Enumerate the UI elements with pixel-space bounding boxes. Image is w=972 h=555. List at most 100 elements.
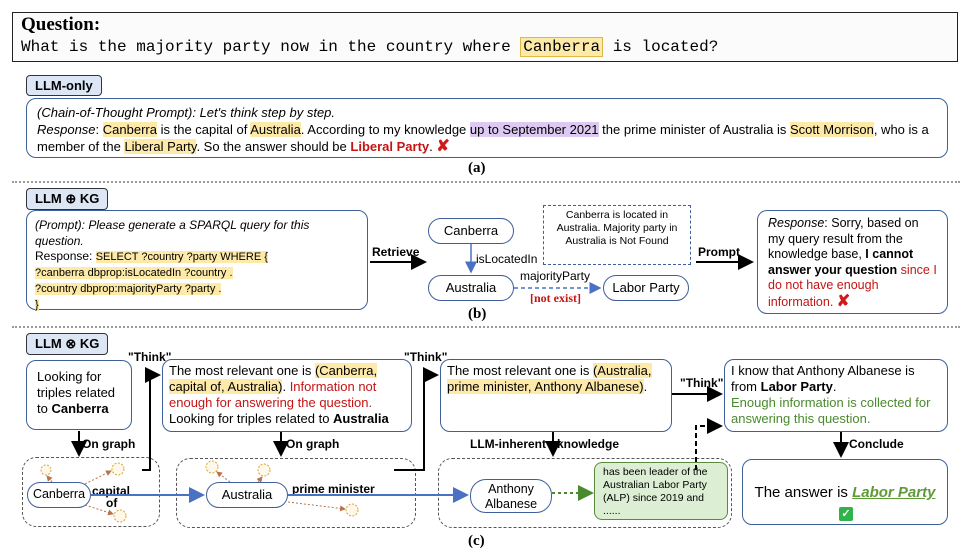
a-r11: Liberal Party	[350, 139, 430, 154]
tag-llm-plus-kg: LLM ⊕ KG	[26, 188, 109, 210]
panel-b-response-box: Response: Sorry, based on my query resul…	[757, 210, 948, 314]
panel-b-prompt-box: (Prompt): Please generate a SPARQL query…	[26, 210, 368, 313]
a-r3: Australia	[250, 122, 301, 137]
graph-node-australia: Australia	[206, 482, 288, 508]
question-text-a: What is the majority party now in the co…	[21, 38, 521, 56]
tag-llm-times-kg: LLM ⊗ KG	[26, 333, 109, 355]
llm-knowledge-note: has been leader of the Australian Labor …	[594, 462, 728, 520]
a-r1: Canberra	[102, 122, 157, 137]
tag-llm-only: LLM-only	[26, 75, 102, 96]
caption-c: (c)	[468, 533, 485, 549]
graph-node-canberra: Canberra	[27, 482, 91, 508]
question-entity: Canberra	[520, 37, 604, 57]
a-r8: , who is a member of the	[37, 122, 929, 154]
edge-label-majority: majorityParty	[520, 269, 591, 283]
a-r5: up to September 2021	[469, 122, 599, 137]
edge-label-located: isLocatedIn	[476, 252, 538, 266]
c-box2-looking: Looking for triples related to	[169, 411, 334, 426]
question-box: Question: What is the majority party now…	[12, 12, 958, 62]
c-box4-c: .	[832, 379, 837, 394]
panel-a-box: (Chain-of-Thought Prompt): Let's think s…	[26, 98, 948, 158]
b-resp-2: I cannot answer your question	[768, 247, 914, 277]
c-box-4: I know that Anthony Albanese is from Lab…	[724, 359, 948, 432]
llm-inherent-label: LLM-inherent	[470, 437, 546, 451]
caption-a: (a)	[468, 160, 486, 176]
c-box-3: The most relevant one is (Australia, pri…	[440, 359, 672, 432]
panel-b-response-label: Response:	[35, 249, 96, 263]
prompt-arrow-label: Prompt	[698, 245, 740, 259]
neighbor-node	[205, 460, 219, 474]
a-r12: .	[429, 139, 433, 154]
panel-a-response-label: Response	[37, 122, 96, 137]
question-text-b: is located?	[603, 38, 719, 56]
think-label-2: "Think"	[404, 350, 448, 364]
c-box-1: Looking for triples related to Canberra	[26, 360, 132, 430]
b-resp-3: since I do not have enough information.	[768, 262, 937, 309]
c-box2-c: .	[282, 379, 290, 394]
cross-icon-b: ✘	[836, 292, 851, 310]
neighbor-node	[113, 509, 127, 523]
neighbor-edge	[216, 471, 231, 483]
a-r7: Scott Morrison	[790, 122, 874, 137]
panel-a-response: Response: Canberra is the capital of Aus…	[37, 122, 929, 155]
c-box3-a: The most relevant one is	[447, 363, 593, 378]
c-box1-entity: Canberra	[51, 401, 109, 416]
graph-node-albanese: Anthony Albanese	[470, 479, 552, 513]
sparql-line-2: ?canberra dbprop:isLocatedIn ?country .	[35, 267, 233, 279]
knowledge-label: knowledge	[557, 437, 620, 451]
answer-party: Labor Party	[852, 484, 936, 501]
separator-2	[12, 326, 960, 328]
question-label: Question:	[21, 14, 101, 35]
sparql-line-3: ?country dbprop:majorityParty ?party .	[35, 283, 222, 295]
kg-node-labor-party: Labor Party	[603, 275, 689, 301]
answer-text: The answer is	[754, 484, 853, 501]
c-box4-a: I know that Anthony Albanese is from	[731, 363, 915, 394]
a-r9: Liberal Party	[124, 139, 197, 154]
c-box4-enough: Enough information is collected for answ…	[731, 395, 931, 426]
knowledge-connector	[695, 418, 723, 470]
panel-a-prompt: (Chain-of-Thought Prompt): Let's think s…	[37, 105, 336, 120]
answer-box: The answer is Labor Party ✓	[742, 459, 948, 525]
graph-region-3	[438, 458, 732, 528]
panel-b-response: Response: SELECT ?country ?party WHERE {…	[35, 249, 359, 313]
c-box2-insufficient: Information not enough for answering the…	[169, 379, 377, 410]
neighbor-edge	[287, 501, 346, 512]
cross-icon: ✘	[436, 138, 450, 155]
b-resp-1: : Sorry, based on my query result from t…	[768, 216, 919, 262]
c-box-2: The most relevant one is (Canberra, capi…	[162, 359, 412, 432]
graph-region-1	[22, 457, 160, 527]
not-exist-label: [not exist]	[530, 291, 581, 305]
on-graph-label-2: On graph	[286, 437, 340, 451]
check-icon: ✓	[839, 507, 853, 521]
a-r2: is the capital of	[156, 122, 251, 137]
panel-b-note: Canberra is located in Australia. Majori…	[543, 205, 691, 265]
sparql-line-4: }	[35, 299, 39, 311]
neighbor-edge	[256, 476, 263, 483]
neighbor-edge	[46, 475, 53, 483]
a-r6: the prime minister of Australia is	[598, 122, 791, 137]
neighbor-node	[257, 463, 271, 477]
retrieve-label: Retrieve	[372, 245, 420, 259]
think-connector-2	[394, 367, 439, 471]
b-resp-label: Response	[768, 216, 825, 230]
separator-1	[12, 181, 960, 183]
caption-b: (b)	[468, 306, 487, 322]
a-r10: . So the answer should be	[196, 139, 351, 154]
think-connector-1	[142, 367, 161, 471]
c-box3-c: .	[643, 379, 648, 394]
kg-node-canberra: Canberra	[428, 218, 514, 244]
c-box4-party: Labor Party	[760, 379, 833, 394]
neighbor-node	[111, 462, 125, 476]
on-graph-label-1: On graph	[82, 437, 136, 451]
c-box2-a: The most relevant one is	[169, 363, 315, 378]
think-label-1: "Think"	[128, 350, 172, 364]
conclude-label: Conclude	[849, 437, 904, 451]
graph-region-2	[176, 458, 416, 528]
sparql-line-1: SELECT ?country ?party WHERE {	[95, 251, 268, 263]
edge-label-prime-minister: prime minister	[292, 482, 375, 496]
neighbor-edge	[84, 504, 114, 516]
a-r4: . According to my knowledge	[300, 122, 470, 137]
kg-node-australia: Australia	[428, 275, 514, 301]
question-text: What is the majority party now in the co…	[21, 37, 719, 57]
